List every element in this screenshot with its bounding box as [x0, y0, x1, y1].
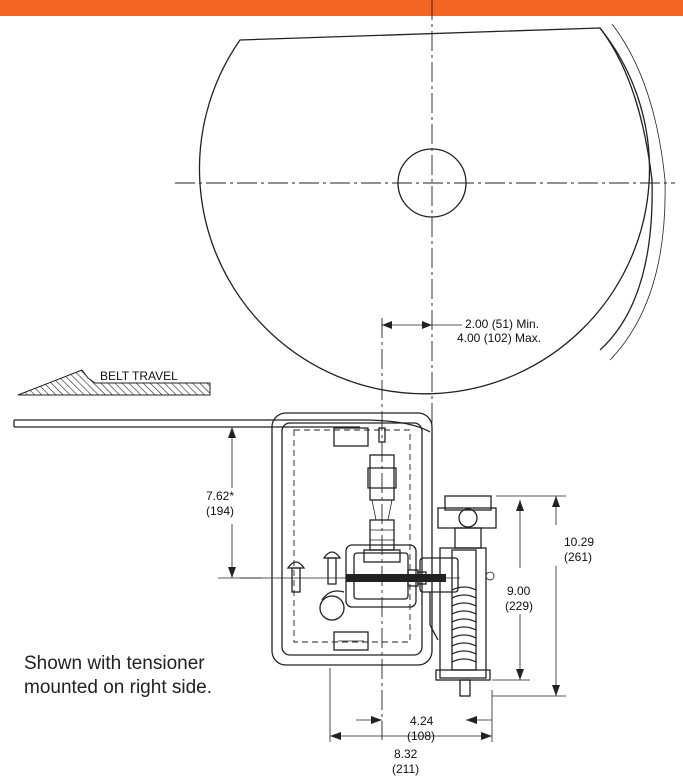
tensioner-housing: [271, 412, 433, 666]
bottom-dimensions: [329, 668, 493, 742]
height-dimension: [218, 426, 262, 579]
height-dimension-in: 7.62*: [206, 489, 234, 503]
spring-height-mm: (229): [505, 599, 533, 613]
belt-travel-label: BELT TRAVEL: [100, 369, 178, 383]
mounting-note-line2: mounted on right side.: [24, 677, 213, 698]
max-dimension-label: 4.00 (102) Max.: [457, 331, 541, 345]
min-max-dimension: [382, 321, 462, 329]
height-dimension-mm: (194): [206, 504, 234, 518]
spring-coils: [451, 586, 477, 663]
overall-height-mm: (261): [564, 550, 592, 564]
right-dimensions: [492, 495, 566, 697]
spring-height-in: 9.00: [507, 584, 531, 598]
overall-height-in: 10.29: [564, 535, 594, 549]
center-lines: [175, 0, 675, 740]
mounting-note-line1: Shown with tensioner: [24, 653, 205, 674]
header-accent-bar: [0, 0, 683, 16]
side-fasteners: [286, 551, 345, 621]
tensioner-arm: [419, 557, 459, 641]
spring-assembly: [435, 495, 497, 697]
shaft-assembly: [363, 427, 401, 563]
clamp-block: [240, 544, 460, 608]
width-dimension-mm: (211): [392, 762, 419, 776]
offset-dimension-in: 4.24: [410, 714, 434, 728]
offset-dimension-mm: (108): [407, 729, 435, 743]
width-dimension-in: 8.32: [394, 747, 418, 761]
belt-travel-arrow: [17, 369, 211, 396]
mounting-note: Shown with tensioner mounted on right si…: [24, 652, 212, 700]
min-dimension-label: 2.00 (51) Min.: [465, 317, 539, 331]
